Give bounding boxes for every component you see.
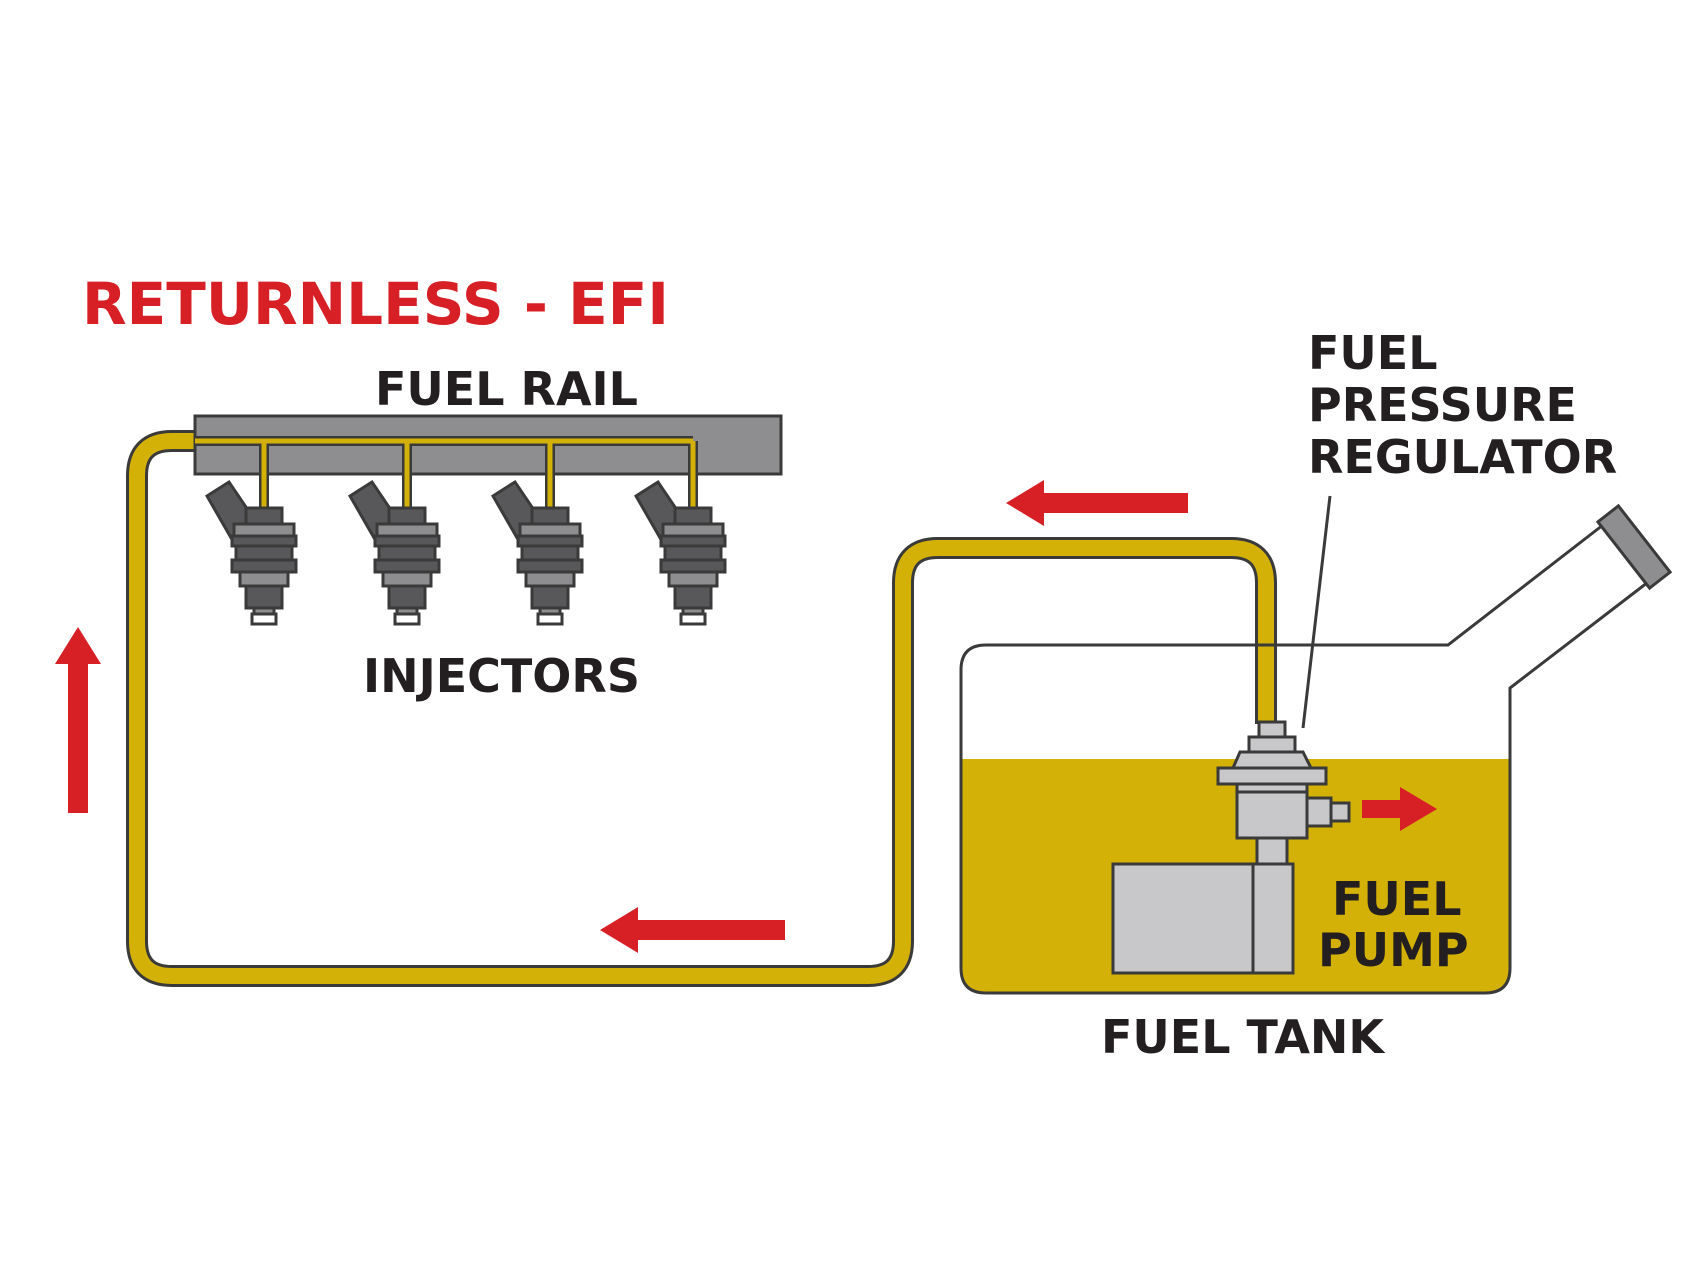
flow-arrow-right-return	[1362, 787, 1437, 831]
injector	[490, 479, 584, 626]
injectors-group	[204, 479, 727, 626]
fuel-rail	[193, 414, 783, 510]
flow-arrow-up	[55, 627, 101, 813]
flow-arrows	[55, 480, 1437, 953]
fuel-tank	[959, 503, 1673, 995]
fuel-rail-label: FUEL RAIL	[375, 362, 638, 416]
fuel-line	[126, 430, 1277, 987]
regulator-label-line2: PRESSURE	[1308, 378, 1577, 432]
injectors-label: INJECTORS	[363, 649, 640, 703]
diagram-title: RETURNLESS - EFI	[82, 270, 669, 338]
fuel-pressure-regulator	[1216, 720, 1351, 840]
pump-label-line2: PUMP	[1318, 923, 1469, 977]
flow-arrow-left-top	[1006, 480, 1188, 526]
injector	[347, 479, 441, 626]
fuel-tank-label: FUEL TANK	[1101, 1010, 1386, 1064]
regulator-label-line1: FUEL	[1308, 326, 1438, 380]
injector	[204, 479, 298, 626]
regulator-pointer-line	[1301, 495, 1332, 729]
injector	[633, 479, 727, 626]
regulator-label-line3: REGULATOR	[1308, 430, 1617, 484]
fuel-pump	[1111, 836, 1295, 975]
pump-label-line1: FUEL	[1332, 872, 1462, 926]
flow-arrow-left-bottom	[600, 907, 785, 953]
